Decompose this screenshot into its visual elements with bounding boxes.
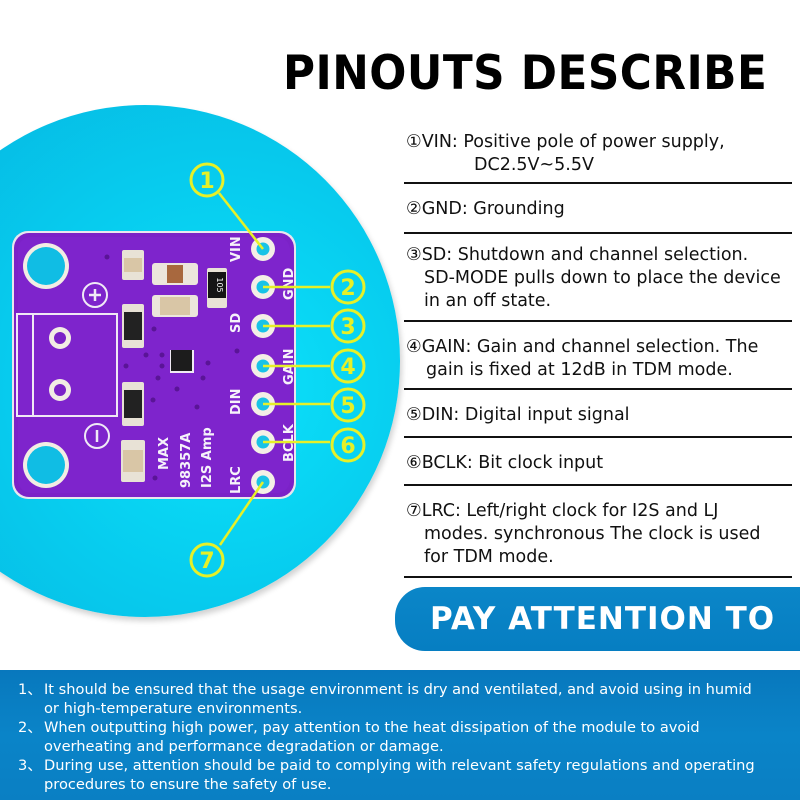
pinout-text: ②GND: Grounding [406,199,565,219]
pinout-text: ⑥BCLK: Bit clock input [406,453,604,473]
module-board-illustration: 105 MAX 98357A I2S Amp VIN GND SD GAIN D… [12,162,366,578]
plus-icon [82,282,108,308]
vias [104,254,240,481]
note-text: When outputting high power, pay attentio… [44,719,700,755]
pinout-text: gain is fixed at 12dB in TDM mode. [426,360,733,380]
attention-notes: 1、 It should be ensured that the usage e… [0,670,800,800]
svg-text:105: 105 [215,277,224,292]
svg-text:MAX: MAX [157,437,172,470]
pinout-item-din: ⑤DIN: Digital input signal [404,390,792,438]
pinout-text: modes. synchronous The clock is used [424,524,761,544]
note-item: 2、 When outputting high power, pay atten… [18,718,800,756]
svg-text:98357A: 98357A [179,433,194,488]
pinout-item-bclk: ⑥BCLK: Bit clock input [404,438,792,486]
pinout-text: for TDM mode. [424,547,554,567]
svg-text:6: 6 [340,434,355,459]
attention-banner: PAY ATTENTION TO [395,587,800,651]
svg-text:VIN: VIN [229,236,244,262]
pinout-text: DC2.5V~5.5V [474,155,594,175]
amplifier-ic [170,350,194,373]
pinout-text: ③SD: Shutdown and channel selection. [406,245,749,265]
pinout-text: ④GAIN: Gain and channel selection. The [406,337,759,357]
note-number: 2、 [18,719,42,736]
pinout-item-lrc: ⑦LRC: Left/right clock for I2S and LJ mo… [404,486,792,578]
pinout-descriptions: ①VIN: Positive pole of power supply, DC2… [404,125,792,578]
svg-text:GND: GND [282,267,297,300]
pinout-item-sd: ③SD: Shutdown and channel selection. SD-… [404,234,792,322]
svg-text:I2S Amp: I2S Amp [200,427,215,488]
pinout-text: SD-MODE pulls down to place the device [424,268,781,288]
pinout-text: ⑦LRC: Left/right clock for I2S and LJ [406,501,719,521]
pinout-item-vin: ①VIN: Positive pole of power supply, DC2… [404,125,792,184]
pinout-text: ⑤DIN: Digital input signal [406,405,630,425]
page-title: PINOUTS DESCRIBE [283,46,768,101]
note-text: During use, attention should be paid to … [44,757,755,793]
note-item: 3、 During use, attention should be paid … [18,756,800,794]
silkscreen-text: MAX 98357A I2S Amp VIN GND SD GAIN DIN B… [157,236,297,494]
pinout-text: ①VIN: Positive pole of power supply, [406,132,725,152]
speaker-terminal [16,313,118,417]
svg-text:1: 1 [199,169,214,194]
smd-components: 105 [121,250,227,482]
svg-text:DIN: DIN [229,388,244,415]
note-number: 3、 [18,757,42,774]
pinout-item-gain: ④GAIN: Gain and channel selection. The g… [404,322,792,390]
callout-lines [218,192,330,546]
svg-text:2: 2 [340,276,355,301]
callout-circles [189,162,366,578]
pinout-text: in an off state. [424,291,552,311]
callout-numbers: 1 2 3 4 5 6 7 [199,169,355,574]
minus-icon [84,423,110,449]
svg-text:SD: SD [229,313,244,333]
svg-text:4: 4 [340,355,355,380]
note-text: It should be ensured that the usage envi… [44,681,752,717]
svg-text:7: 7 [199,549,214,574]
note-item: 1、 It should be ensured that the usage e… [18,680,800,718]
svg-text:LRC: LRC [229,466,244,494]
svg-text:3: 3 [340,315,355,340]
pinout-item-gnd: ②GND: Grounding [404,184,792,234]
svg-text:5: 5 [340,394,355,419]
mounting-hole-icon [23,243,69,488]
note-number: 1、 [18,681,42,698]
